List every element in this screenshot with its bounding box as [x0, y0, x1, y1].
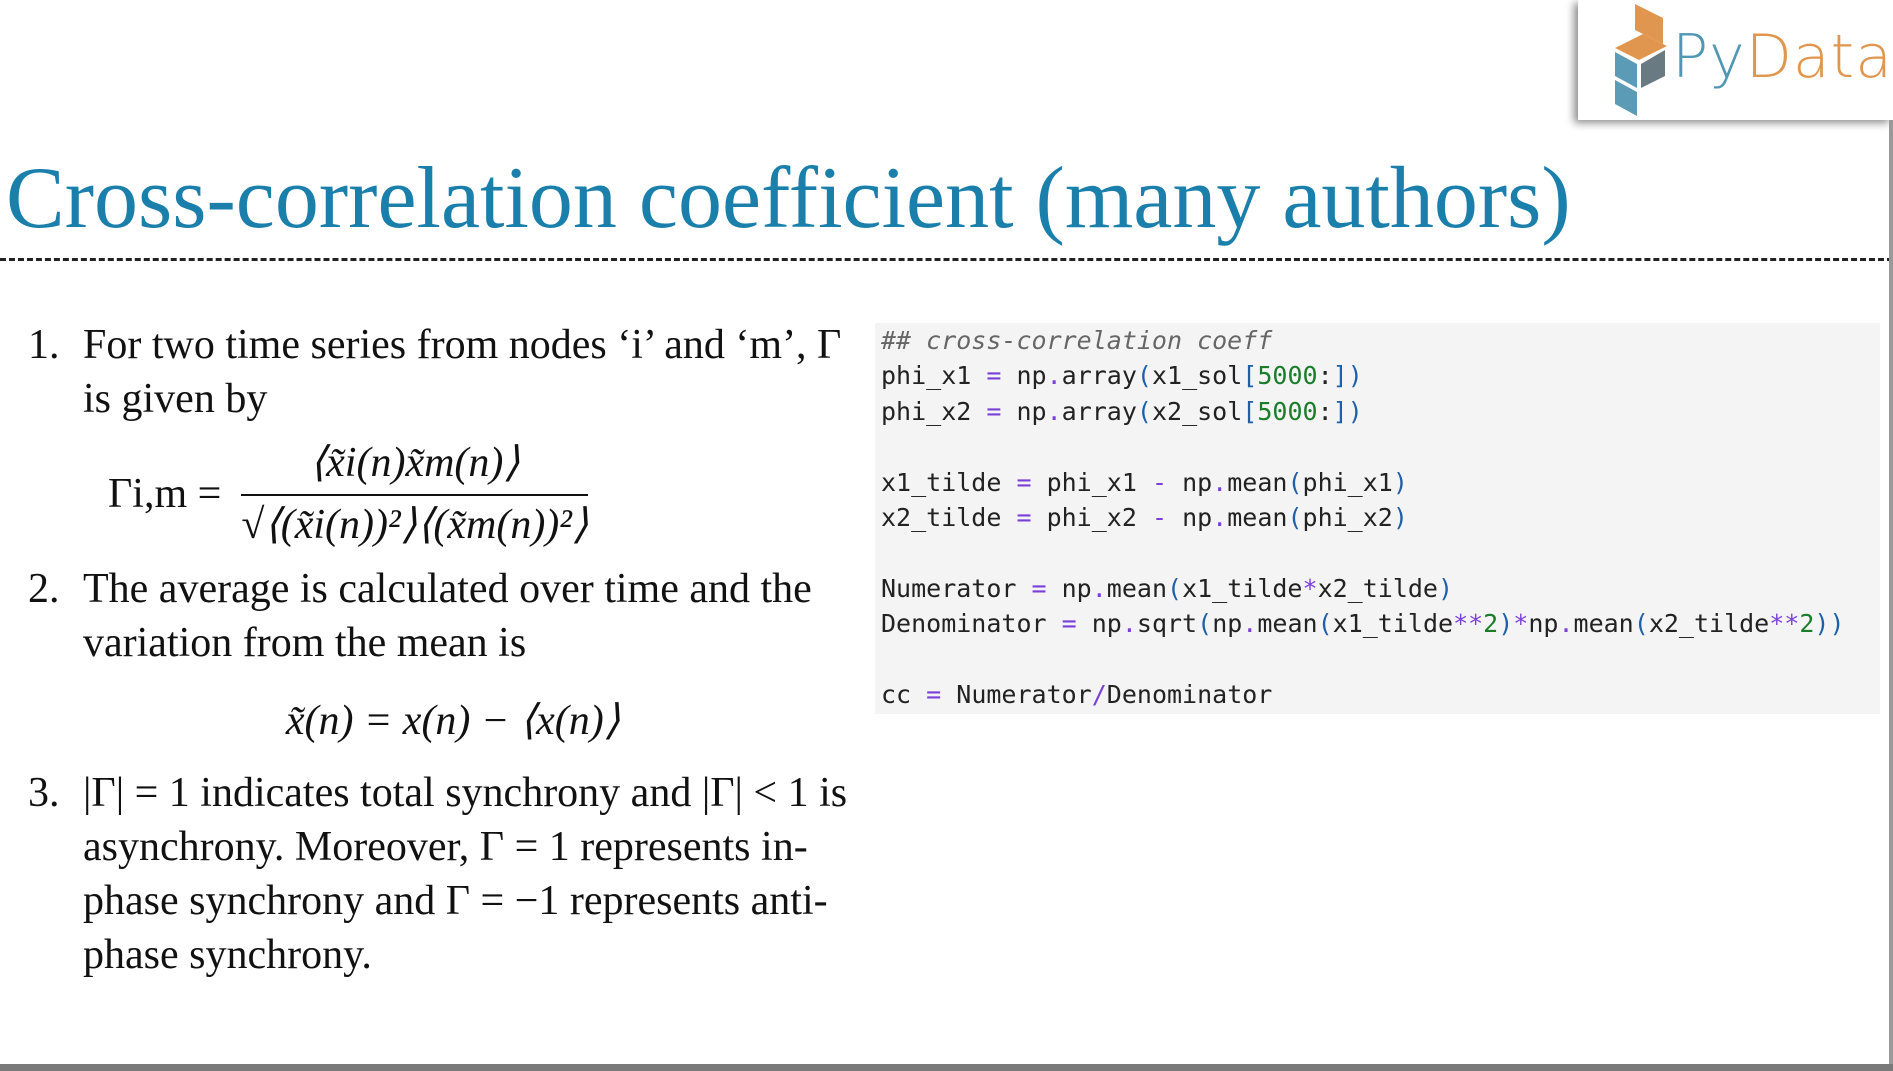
code-line: phi_x1 = np.array(x1_sol[5000:]) — [881, 361, 1363, 391]
window-edge — [1889, 120, 1893, 1064]
code-comment: ## cross-correlation coeff — [881, 326, 1273, 355]
item-text: |Γ| = 1 indicates total synchrony and |Γ… — [83, 770, 848, 978]
list-item: 1. For two time series from nodes ‘i’ an… — [28, 318, 848, 426]
gamma-lhs: Γi,m = — [108, 471, 222, 517]
logo-py: Py — [1672, 22, 1746, 92]
pydata-cube-icon — [1615, 4, 1667, 116]
item-text: For two time series from nodes ‘i’ and ‘… — [83, 322, 842, 422]
gamma-equation: Γi,m = ⟨x̃i(n)x̃m(n)⟩ √⟨(x̃i(n))²⟩⟨(x̃m(… — [108, 436, 848, 552]
pydata-wordmark: PyData — [1672, 22, 1893, 92]
pydata-logo: PyData — [1578, 0, 1893, 120]
title-divider — [0, 258, 1893, 261]
list-item: 2. The average is calculated over time a… — [28, 562, 848, 670]
gamma-fraction: ⟨x̃i(n)x̃m(n)⟩ √⟨(x̃i(n))²⟩⟨(x̃m(n))²⟩ — [241, 436, 589, 552]
gamma-numerator: ⟨x̃i(n)x̃m(n)⟩ — [241, 436, 589, 496]
code-line — [881, 535, 1874, 570]
code-line: Numerator = np.mean(x1_tilde*x2_tilde) — [881, 573, 1454, 603]
code-block: ## cross-correlation coeff phi_x1 = np.ar… — [875, 323, 1880, 714]
code-line — [881, 642, 1874, 677]
code-line: phi_x2 = np.array(x2_sol[5000:]) — [881, 396, 1363, 426]
item-text: The average is calculated over time and … — [83, 566, 812, 666]
bottom-bar — [0, 1064, 1893, 1071]
bullet-list: 1. For two time series from nodes ‘i’ an… — [28, 318, 848, 982]
logo-data: Data — [1745, 22, 1893, 92]
item-number: 3. — [28, 770, 60, 816]
mean-deviation-equation: x̃(n) = x(n) − ⟨x(n)⟩ — [285, 698, 621, 744]
item-number: 2. — [28, 566, 60, 612]
slide-title: Cross-correlation coefficient (many auth… — [6, 150, 1571, 247]
code-line: Denominator = np.sqrt(np.mean(x1_tilde**… — [881, 609, 1845, 639]
item-number: 1. — [28, 322, 60, 368]
code-line: x1_tilde = phi_x1 - np.mean(phi_x1) — [881, 467, 1408, 497]
list-item: 3. |Γ| = 1 indicates total synchrony and… — [28, 766, 848, 982]
code-line: cc = Numerator/Denominator — [881, 680, 1273, 710]
code-line — [881, 429, 1874, 464]
code-line: x2_tilde = phi_x2 - np.mean(phi_x2) — [881, 503, 1408, 533]
gamma-denominator: √⟨(x̃i(n))²⟩⟨(x̃m(n))²⟩ — [241, 502, 589, 548]
